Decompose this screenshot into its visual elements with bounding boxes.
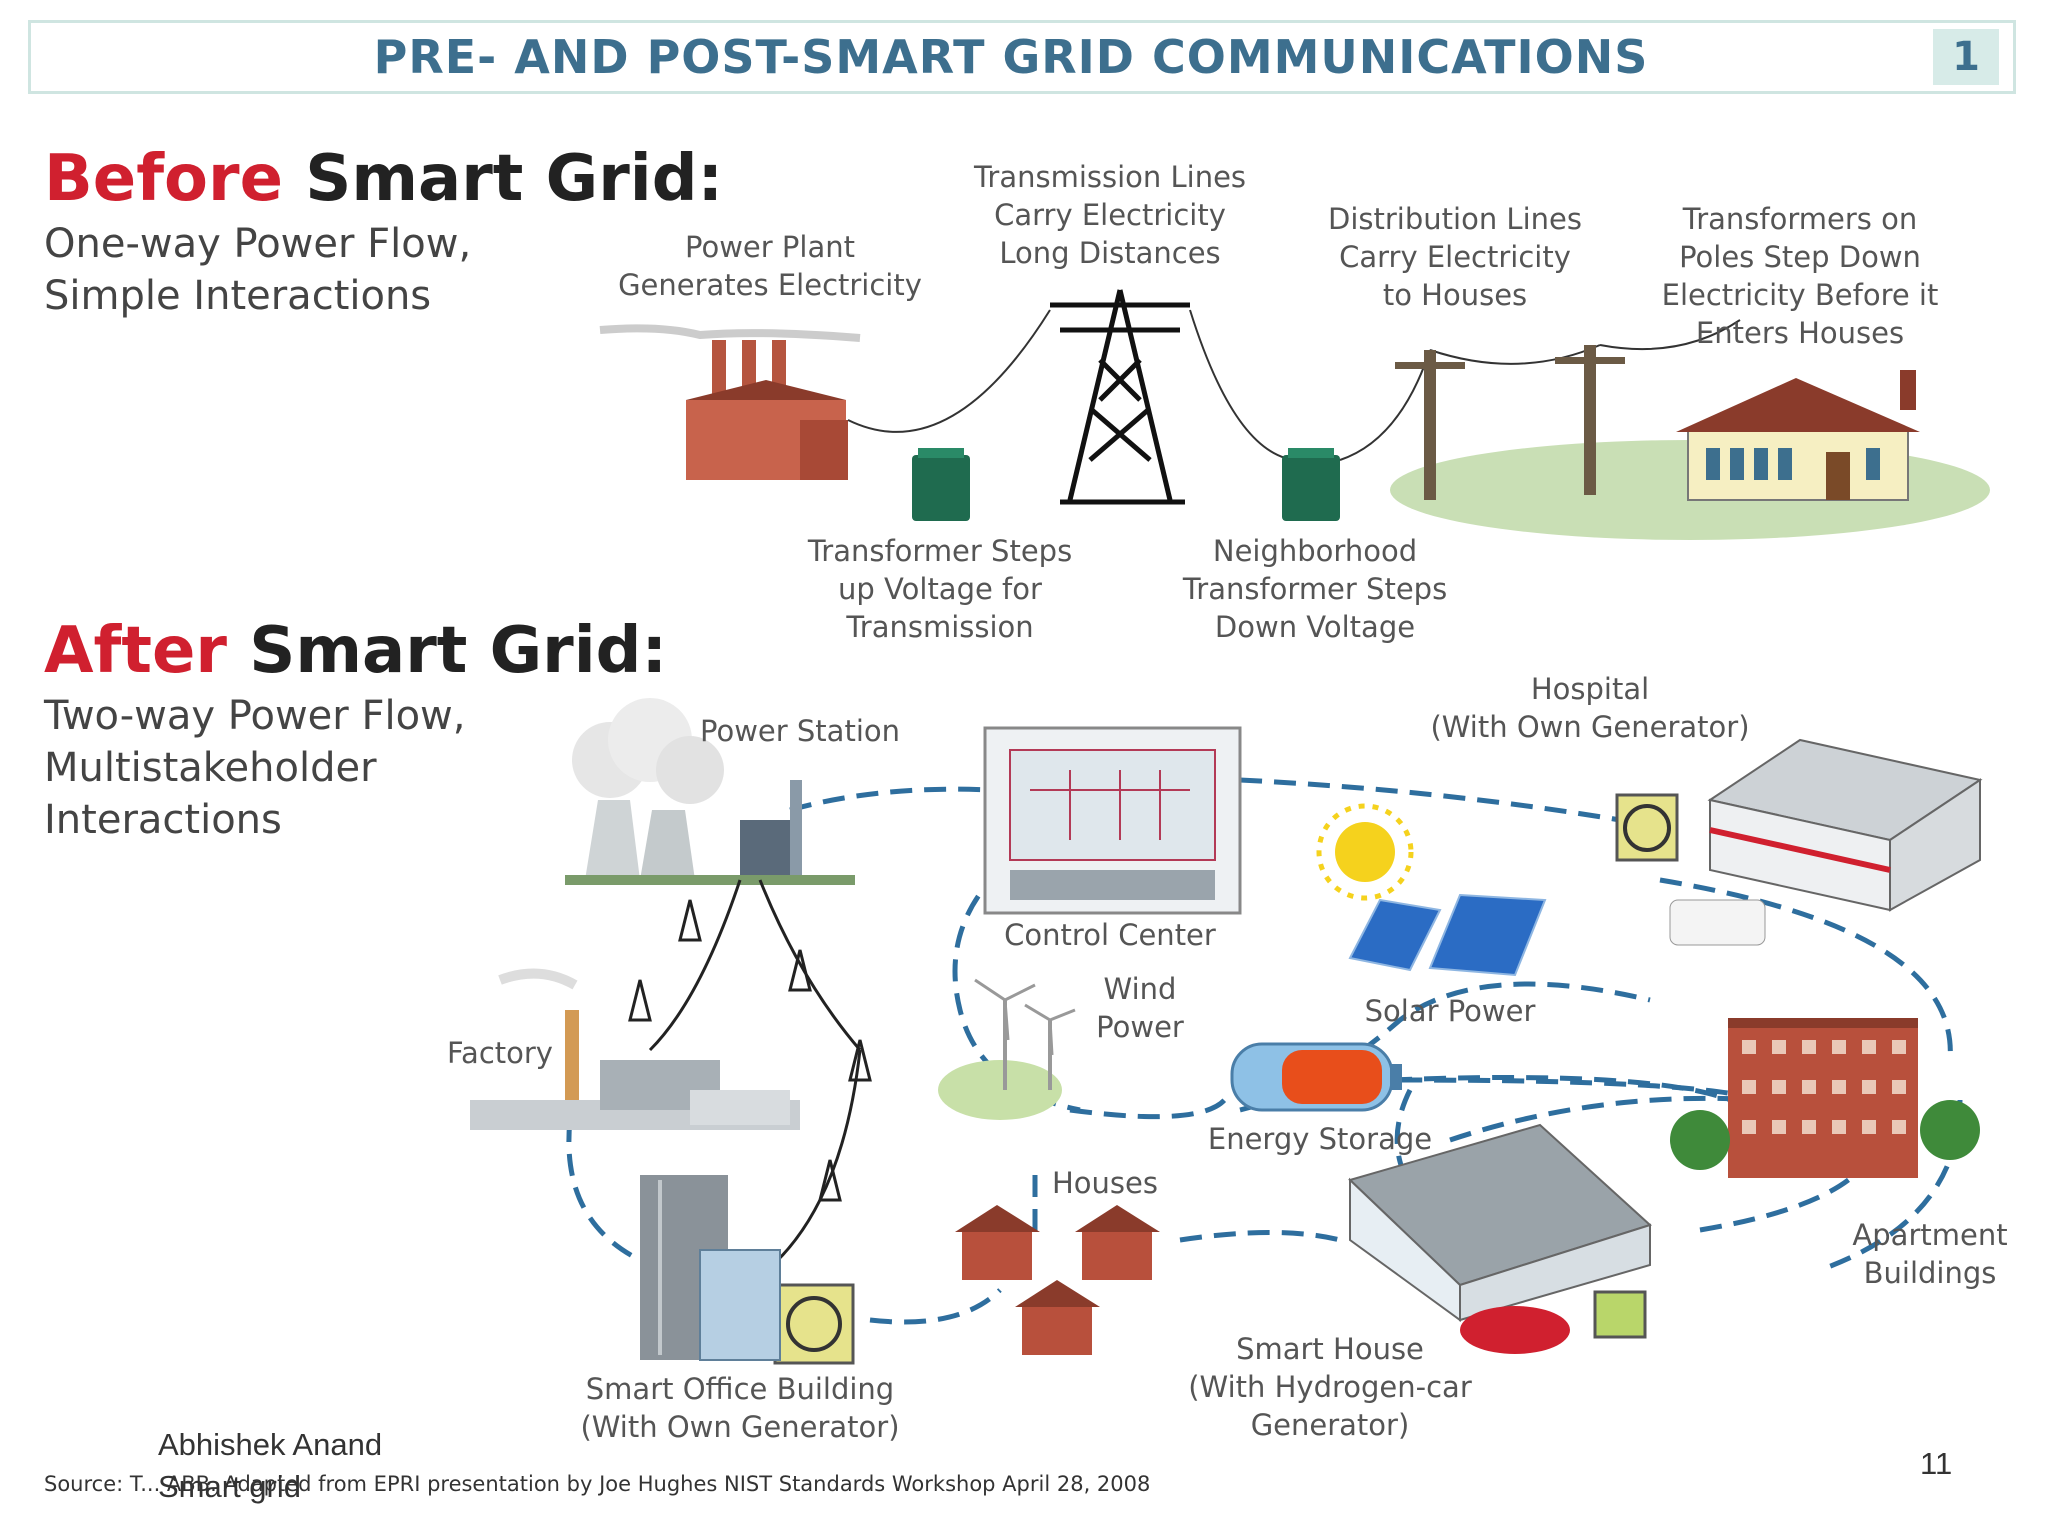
label-hospital: Hospital (With Own Generator) xyxy=(1430,672,1750,744)
label-distribution-lines: Distribution Lines Carry Electricity to … xyxy=(1328,202,1582,312)
houses-icon xyxy=(955,1205,1160,1355)
after-title-red: After xyxy=(44,614,227,688)
after-title-rest: Smart Grid: xyxy=(226,614,668,688)
label-houses: Houses xyxy=(1052,1166,1158,1200)
label-transmission-lines: Transmission Lines Carry Electricity Lon… xyxy=(973,160,1247,270)
solar-panels-icon xyxy=(1348,893,1547,977)
source-citation: Source: T... ABB. Adapted from EPRI pres… xyxy=(44,1472,1151,1496)
label-neighborhood-transformer: Neighborhood Transformer Steps Down Volt… xyxy=(1182,534,1448,644)
transmission-tower-icon xyxy=(1050,289,1190,505)
page-number: 11 xyxy=(1920,1446,1953,1481)
utility-poles-icon xyxy=(1395,345,1625,500)
label-factory: Factory xyxy=(447,1036,553,1070)
label-power-plant: Power Plant Generates Electricity xyxy=(618,230,922,302)
smart-house-generator-icon xyxy=(1593,1290,1647,1339)
neighborhood-transformer-icon xyxy=(1282,448,1340,521)
energy-storage-battery-icon xyxy=(1230,1042,1402,1112)
after-title: After Smart Grid: xyxy=(44,614,667,688)
factory-icon xyxy=(470,968,800,1130)
label-power-station: Power Station xyxy=(700,714,900,748)
label-step-up-transformer: Transformer Steps up Voltage for Transmi… xyxy=(807,534,1073,644)
power-plant-icon xyxy=(599,324,861,480)
footer-author: Abhishek Anand Smart grid xyxy=(158,1427,383,1504)
sun-icon xyxy=(1316,803,1414,901)
control-center-icon xyxy=(983,726,1242,915)
before-subtitle: One-way Power Flow, Simple Interactions xyxy=(44,221,472,319)
title-banner: PRE- AND POST-SMART GRID COMMUNICATIONS … xyxy=(28,20,2016,94)
smart-house-icon xyxy=(1348,1123,1652,1354)
label-pole-transformers: Transformers on Poles Step Down Electric… xyxy=(1661,202,1939,350)
hospital-icon xyxy=(1669,738,1983,946)
office-generator-icon xyxy=(773,1283,855,1365)
smart-office-building-icon xyxy=(640,1175,781,1361)
before-title-rest: Smart Grid: xyxy=(282,142,724,216)
power-station-icon xyxy=(565,698,855,885)
label-smart-office: Smart Office Building (With Own Generato… xyxy=(580,1372,900,1444)
house-icon xyxy=(1676,370,1920,501)
label-wind-power: Wind Power xyxy=(1096,972,1184,1044)
label-apartment-buildings: Apartment Buildings xyxy=(1852,1218,2008,1290)
label-solar-power: Solar Power xyxy=(1364,994,1536,1028)
network-dashes xyxy=(566,777,1963,1325)
power-lines xyxy=(847,309,1741,462)
before-title: Before Smart Grid: xyxy=(44,142,723,216)
label-energy-storage: Energy Storage xyxy=(1207,1122,1433,1156)
wind-turbines-icon xyxy=(938,978,1076,1120)
label-smart-house: Smart House (With Hydrogen-car Generator… xyxy=(1188,1332,1472,1442)
label-control-center: Control Center xyxy=(1004,918,1216,952)
after-subtitle: Two-way Power Flow, Multistakeholder Int… xyxy=(44,693,466,843)
before-title-red: Before xyxy=(44,142,283,216)
banner-number: 1 xyxy=(1933,29,1999,85)
banner-title: PRE- AND POST-SMART GRID COMMUNICATIONS xyxy=(373,30,1649,84)
hospital-generator-icon xyxy=(1615,793,1679,862)
apartment-buildings-icon xyxy=(1670,1018,1980,1178)
step-up-transformer-icon xyxy=(912,448,970,521)
